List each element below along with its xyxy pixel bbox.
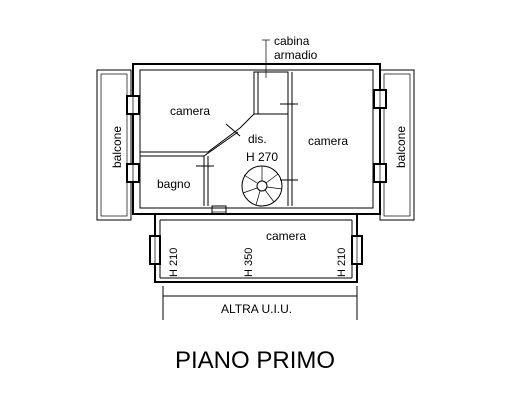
label-corridor-height: H 270 — [246, 150, 278, 164]
upper-floor-walls — [132, 63, 381, 215]
label-wardrobe-line1: cabina — [274, 34, 310, 48]
openings-upper — [126, 89, 387, 183]
label-bathroom: bagno — [157, 177, 191, 191]
balcony-left — [96, 69, 132, 221]
label-balcony-right: balcone — [394, 126, 408, 168]
label-camera-left: camera — [170, 104, 210, 118]
label-camera-right: camera — [308, 134, 348, 148]
label-height-center: H 350 — [243, 248, 255, 277]
label-balcony-left: balcone — [110, 126, 124, 168]
interior-walls — [140, 71, 293, 206]
neighbor-dimension — [162, 286, 358, 320]
label-neighbor-unit: ALTRA U.I.U. — [221, 302, 292, 316]
label-camera-bottom: camera — [266, 229, 306, 243]
spiral-staircase — [241, 165, 283, 207]
label-height-right: H 210 — [336, 248, 348, 277]
lower-room-walls — [154, 213, 358, 283]
windows-lower — [149, 235, 363, 265]
plan-title: PIANO PRIMO — [175, 347, 335, 374]
label-corridor: dis. — [248, 132, 267, 146]
label-wardrobe-line2: armadio — [274, 48, 318, 62]
label-height-left: H 210 — [168, 248, 180, 277]
